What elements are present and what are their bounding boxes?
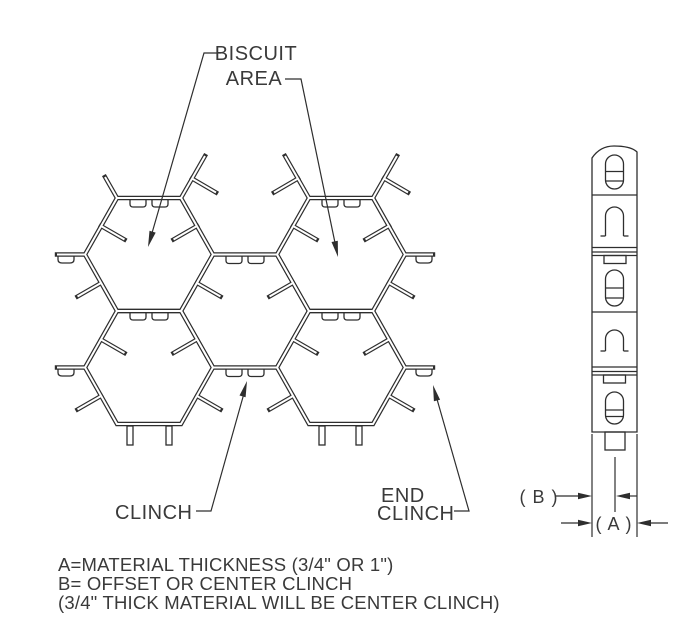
dim-b-label: ( B ) [520,487,559,507]
end-tab [165,425,173,446]
biscuit-slot [604,154,625,190]
biscuit-tab [321,313,339,321]
biscuit-slot [604,391,625,425]
stub-hook [57,369,75,377]
stub-hook [57,256,75,264]
hexmesh-front-view-white-pass [57,155,433,425]
dim-a-label: ( A ) [595,514,632,534]
biscuit-area-label-line1: BISCUIT [215,43,297,65]
hexagon-cell [274,195,408,314]
dimension-arrowhead [578,519,592,527]
note-line-1: A=MATERIAL THICKNESS (3/4" OR 1") [58,554,394,575]
hexagon-cell [82,195,216,314]
clinch-joint-tab [603,254,627,265]
notes: A=MATERIAL THICKNESS (3/4" OR 1") B= OFF… [58,554,500,613]
end-tab [355,425,363,446]
dimension-arrowhead [578,492,592,500]
clinch-label: CLINCH [115,502,192,524]
dimension-arrowhead [616,492,630,500]
leader-arrowhead [433,385,441,402]
hexagon-cell [178,252,312,370]
biscuit-tab [129,200,147,208]
biscuit-tabs [57,200,433,446]
biscuit-tab [343,313,361,321]
end-clinch-label-line2: CLINCH [377,503,454,525]
biscuit-tab [225,369,243,378]
end-clinch-label-line1: END [381,485,425,507]
biscuit-tab [321,200,339,208]
leader-line [285,78,338,251]
biscuit-tab [247,369,265,378]
biscuit-tab [129,313,147,321]
biscuit-tab [247,256,265,265]
stub-hook [415,369,433,377]
arch-slot [604,206,625,236]
note-line-3: (3/4" THICK MATERIAL WILL BE CENTER CLIN… [58,592,500,613]
end-tab [126,425,134,446]
stub-hook [415,256,433,264]
leader-arrowhead [148,230,156,247]
dimension-graphics [556,434,668,537]
bottom-tab [604,431,626,451]
leader-arrowhead [239,381,247,398]
biscuit-tab [151,313,169,321]
leader-line [434,391,470,512]
biscuit-tab [343,200,361,208]
note-line-2: B= OFFSET OR CENTER CLINCH [58,573,352,594]
hexagon-cell [274,308,408,427]
labels: BISCUIT AREA CLINCH END CLINCH ( B ) ( A… [115,43,632,534]
leader-line [149,52,221,241]
side-view-strip [591,145,638,451]
end-tab [318,425,326,446]
arch-slot [604,329,625,351]
hexmesh-front-view-black-pass [54,152,436,427]
label-leaders [148,52,470,512]
biscuit-tab [225,256,243,265]
strip-outline [591,145,638,433]
leader-line [196,387,247,512]
dimension-arrowhead [637,519,651,527]
leader-arrowhead [331,240,338,257]
biscuit-slot [604,269,625,307]
biscuit-area-label-line2: AREA [226,68,283,90]
clinch-joint-tab [602,374,627,384]
hexagon-cell [82,308,216,427]
